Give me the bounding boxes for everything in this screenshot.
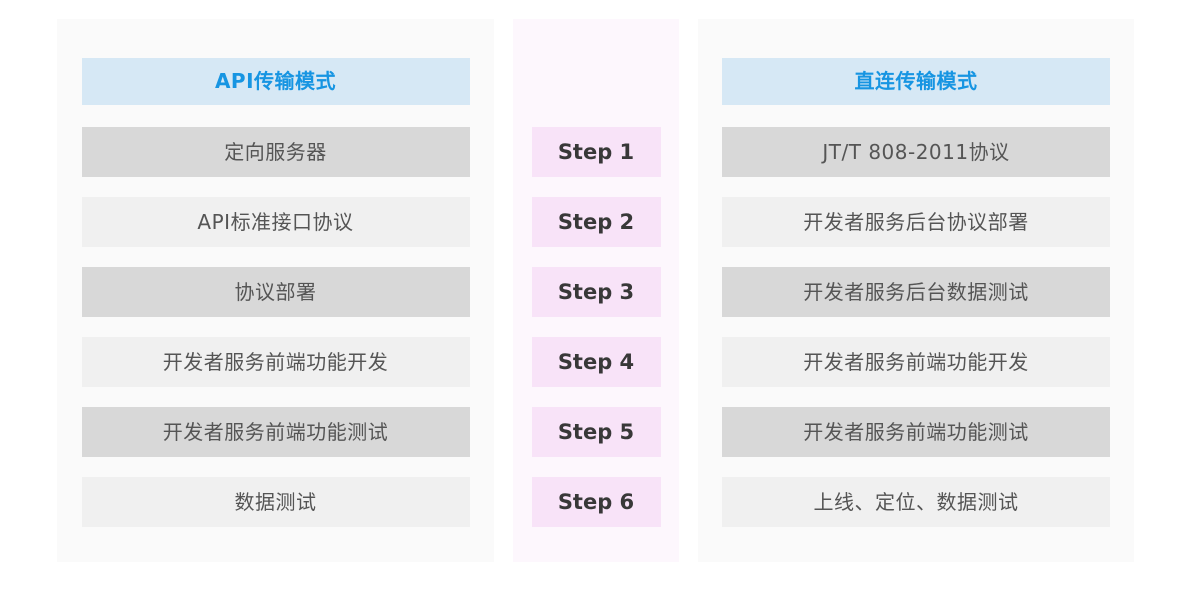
direct-mode-row-2: 开发者服务后台协议部署 <box>722 197 1110 247</box>
step-3-label: Step 3 <box>531 267 661 317</box>
step-2-label: Step 2 <box>531 197 661 247</box>
direct-mode-row-5: 开发者服务前端功能测试 <box>722 407 1110 457</box>
direct-mode-rows: JT/T 808-2011协议 开发者服务后台协议部署 开发者服务后台数据测试 … <box>698 127 1134 527</box>
direct-mode-panel: 直连传输模式 JT/T 808-2011协议 开发者服务后台协议部署 开发者服务… <box>698 19 1134 562</box>
api-mode-row-6: 数据测试 <box>81 477 470 527</box>
step-4-label: Step 4 <box>531 337 661 387</box>
direct-mode-row-4: 开发者服务前端功能开发 <box>722 337 1110 387</box>
step-1-label: Step 1 <box>531 127 661 177</box>
api-mode-row-1: 定向服务器 <box>81 127 470 177</box>
api-mode-row-5: 开发者服务前端功能测试 <box>81 407 470 457</box>
api-mode-header: API传输模式 <box>81 58 470 105</box>
direct-mode-row-1: JT/T 808-2011协议 <box>722 127 1110 177</box>
api-mode-row-3: 协议部署 <box>81 267 470 317</box>
api-mode-panel: API传输模式 定向服务器 API标准接口协议 协议部署 开发者服务前端功能开发… <box>57 19 494 562</box>
api-mode-rows: 定向服务器 API标准接口协议 协议部署 开发者服务前端功能开发 开发者服务前端… <box>57 127 494 527</box>
api-mode-row-2: API标准接口协议 <box>81 197 470 247</box>
direct-mode-row-6: 上线、定位、数据测试 <box>722 477 1110 527</box>
step-5-label: Step 5 <box>531 407 661 457</box>
steps-panel: Step 1 Step 2 Step 3 Step 4 Step 5 Step … <box>513 19 679 562</box>
api-mode-row-4: 开发者服务前端功能开发 <box>81 337 470 387</box>
step-6-label: Step 6 <box>531 477 661 527</box>
direct-mode-row-3: 开发者服务后台数据测试 <box>722 267 1110 317</box>
direct-mode-header: 直连传输模式 <box>722 58 1110 105</box>
